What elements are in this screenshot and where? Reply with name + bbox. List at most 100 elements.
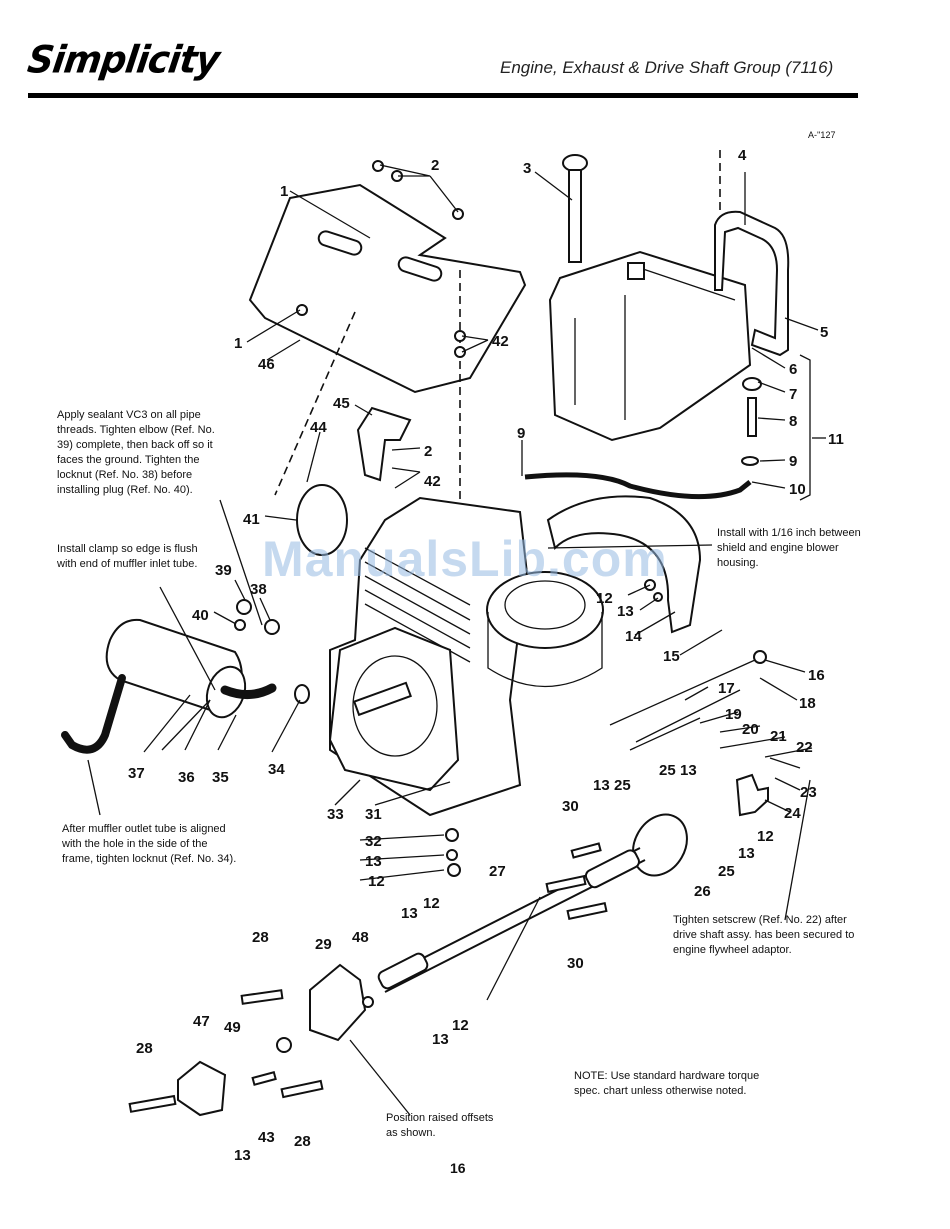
callout-47: 47 xyxy=(193,1013,210,1030)
callout-28: 28 xyxy=(294,1133,311,1150)
callout-17: 17 xyxy=(718,680,735,697)
watermark: ManualsLib.com xyxy=(262,531,668,587)
callout-26: 26 xyxy=(694,883,711,900)
callout-12: 12 xyxy=(757,828,774,845)
shield-slot xyxy=(397,256,443,282)
callout-45: 45 xyxy=(333,395,350,412)
elbow-fitting xyxy=(236,599,252,615)
callout-2: 2 xyxy=(424,443,432,460)
choke-cable xyxy=(635,689,741,743)
engine-shield xyxy=(248,183,527,394)
callout-13: 13 xyxy=(401,905,418,922)
note-shield: Install with 1/16 inch between shield an… xyxy=(717,527,861,569)
callout-49: 49 xyxy=(224,1019,241,1036)
callout-15: 15 xyxy=(663,648,680,665)
callout-12: 12 xyxy=(423,895,440,912)
bolt xyxy=(251,1071,277,1086)
callout-19: 19 xyxy=(725,706,742,723)
nut xyxy=(454,346,466,358)
callout-23: 23 xyxy=(800,784,817,801)
callout-39: 39 xyxy=(215,562,232,579)
callout-25: 25 xyxy=(718,863,735,880)
callout-6: 6 xyxy=(789,361,797,378)
grommet xyxy=(742,377,762,391)
callout-36: 36 xyxy=(178,769,195,786)
pipe-plug xyxy=(234,619,246,631)
fuel-fitting xyxy=(747,397,757,437)
callout-28: 28 xyxy=(136,1040,153,1057)
bolt xyxy=(128,1094,177,1113)
drive-flange xyxy=(632,813,688,877)
callout-30: 30 xyxy=(562,798,579,815)
locknut xyxy=(294,684,310,704)
pillow-block xyxy=(177,1060,227,1117)
page-number: 16 xyxy=(450,1160,466,1176)
callout-2: 2 xyxy=(431,157,439,174)
callout-30: 30 xyxy=(567,955,584,972)
lockwasher xyxy=(446,849,458,861)
locknut xyxy=(264,619,280,635)
fuel-cap xyxy=(562,154,588,172)
callout-43: 43 xyxy=(258,1129,275,1146)
callout-13: 13 xyxy=(617,603,634,620)
flexible-coupler xyxy=(309,963,367,1042)
callout-28: 28 xyxy=(252,929,269,946)
tank-filler-neck xyxy=(627,262,645,280)
muffler-clamp xyxy=(296,484,348,556)
callout-29: 29 xyxy=(315,936,332,953)
note-offsets: Position raised offsets as shown. xyxy=(386,1112,494,1139)
callout-20: 20 xyxy=(742,721,759,738)
screw xyxy=(296,304,308,316)
callout-9: 9 xyxy=(789,453,797,470)
callout-13: 13 xyxy=(234,1147,251,1164)
note-muffler: After muffler outlet tube is aligned wit… xyxy=(62,823,237,865)
nut xyxy=(447,863,461,877)
callout-41: 41 xyxy=(243,511,260,528)
callout-14: 14 xyxy=(625,628,642,645)
note-clamp: Install clamp so edge is flush with end … xyxy=(57,543,198,570)
callout-48: 48 xyxy=(352,929,369,946)
callout-13: 13 xyxy=(432,1031,449,1048)
fuel-line xyxy=(524,472,752,500)
callout-16: 16 xyxy=(808,667,825,684)
callout-44: 44 xyxy=(310,419,327,436)
muffler-outlet-tube xyxy=(61,674,126,754)
callout-40: 40 xyxy=(192,607,209,624)
note-setscrew: Tighten setscrew (Ref. No. 22) after dri… xyxy=(673,914,855,956)
drawing-reference: A-''127 xyxy=(808,130,836,140)
mounting-bracket xyxy=(356,406,412,482)
page-title: Engine, Exhaust & Drive Shaft Group (711… xyxy=(500,58,834,77)
callout-13: 13 xyxy=(738,845,755,862)
callout-7: 7 xyxy=(789,386,797,403)
callout-21: 21 xyxy=(770,728,787,745)
header-rule xyxy=(28,93,858,98)
callout-1: 1 xyxy=(234,335,242,352)
callout-37: 37 xyxy=(128,765,145,782)
callout-42: 42 xyxy=(424,473,441,490)
callout-25: 25 xyxy=(659,762,676,779)
callout-24: 24 xyxy=(784,805,801,822)
callout-13: 13 xyxy=(365,853,382,870)
callout-11: 11 xyxy=(828,431,844,448)
bushing xyxy=(276,1037,292,1053)
bolt xyxy=(566,901,608,921)
callout-13: 13 xyxy=(593,777,610,794)
callout-4: 4 xyxy=(738,147,747,164)
callout-32: 32 xyxy=(365,833,382,850)
throttle-cable xyxy=(609,659,756,726)
callout-12: 12 xyxy=(596,590,613,607)
callout-27: 27 xyxy=(489,863,506,880)
callout-35: 35 xyxy=(212,769,229,786)
callout-18: 18 xyxy=(799,695,816,712)
callout-22: 22 xyxy=(796,739,813,756)
flywheel-adapter xyxy=(735,773,769,817)
tank-strap xyxy=(714,210,790,357)
callout-5: 5 xyxy=(820,324,828,341)
bolt xyxy=(240,989,284,1005)
callout-1: 1 xyxy=(280,183,288,200)
callout-12: 12 xyxy=(368,873,385,890)
note-torque: NOTE: Use standard hardware torque spec.… xyxy=(574,1070,760,1097)
muffler-inlet-tube xyxy=(220,683,277,699)
callout-labels: 1 1 2 2 3 4 5 6 7 8 9 9 10 11 12 13 14 1… xyxy=(128,147,844,1164)
callout-3: 3 xyxy=(523,160,531,177)
